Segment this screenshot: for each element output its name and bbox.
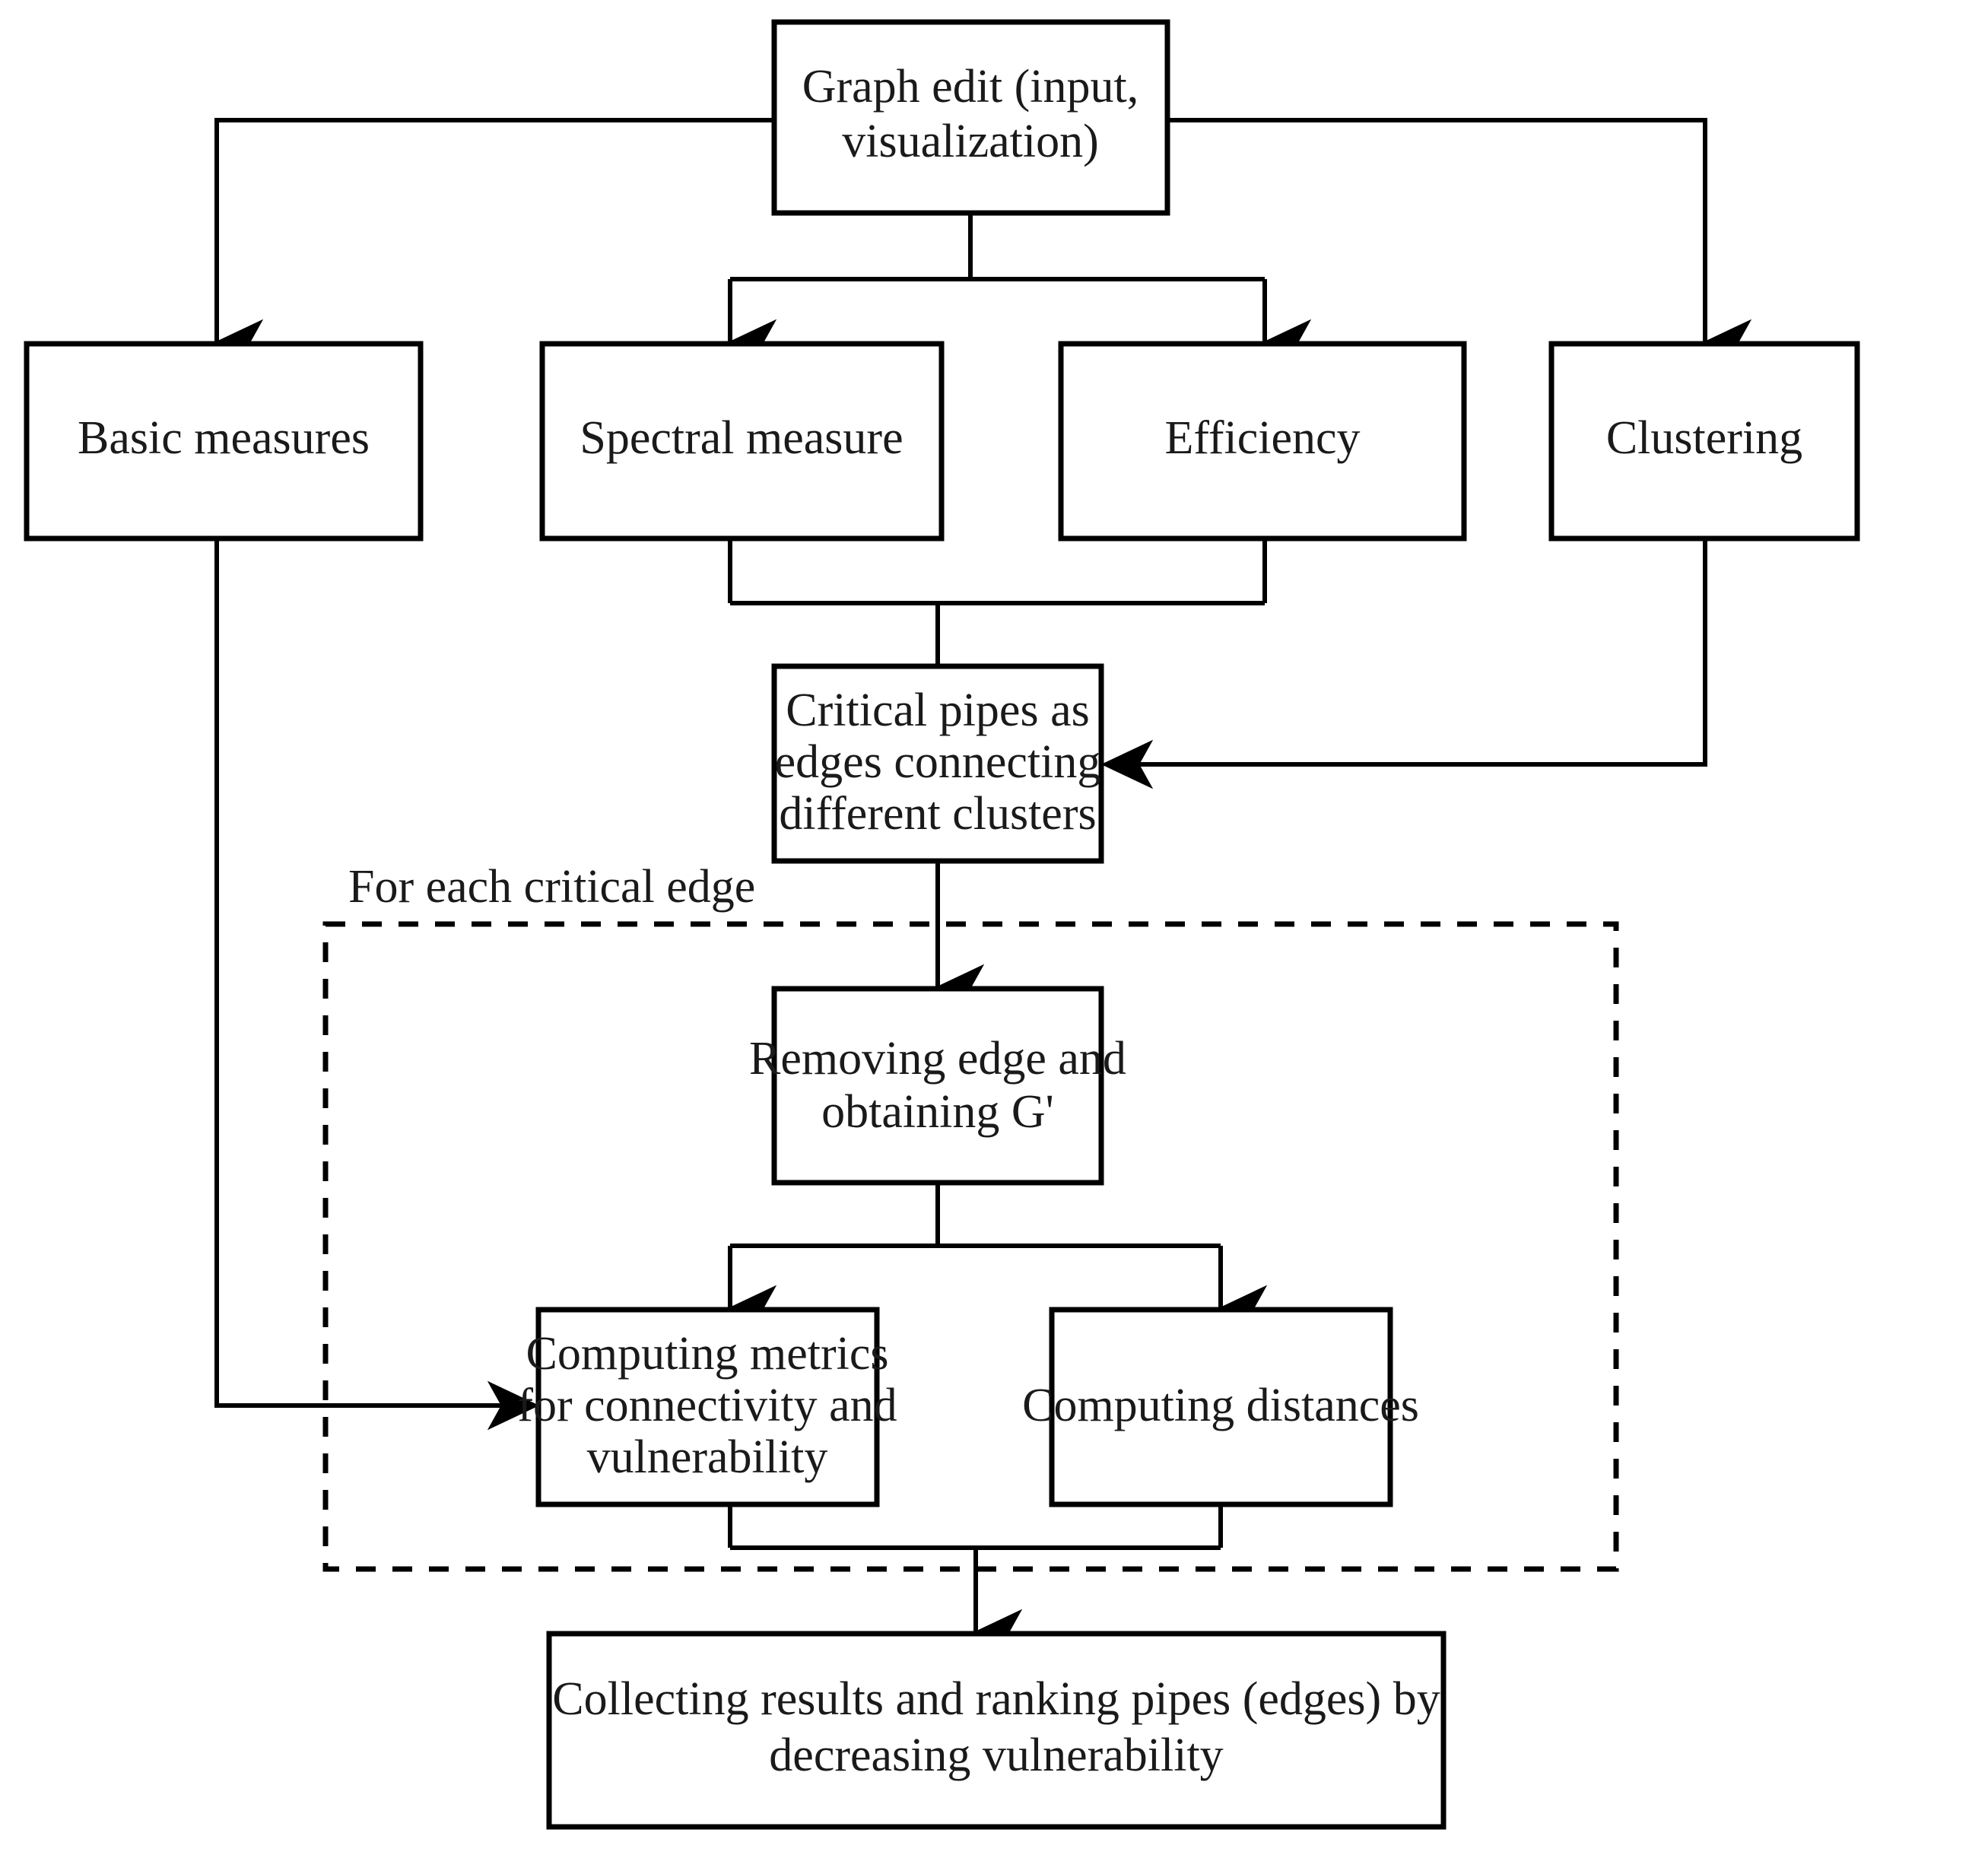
node-computing-metrics-line3: vulnerability xyxy=(587,1431,828,1483)
node-spectral-measure-label: Spectral measure xyxy=(580,412,903,464)
node-computing-distances-label: Computing distances xyxy=(1022,1380,1419,1431)
node-basic-measures-label: Basic measures xyxy=(78,412,370,464)
node-collecting-results-line1: Collecting results and ranking pipes (ed… xyxy=(552,1673,1440,1725)
node-computing-metrics-line1: Computing metrics xyxy=(526,1328,888,1380)
node-critical-pipes-line3: different clusters xyxy=(779,788,1096,840)
connector-clustering-to-critical xyxy=(1100,538,1707,789)
connector-graphedit-stem xyxy=(724,213,1312,369)
node-collecting-results-line2: decreasing vulnerability xyxy=(769,1730,1223,1781)
node-graph-edit-line1: Graph edit (input, xyxy=(802,61,1139,113)
connector-graphedit-to-clustering xyxy=(1167,118,1752,369)
node-efficiency[interactable]: Efficiency xyxy=(1058,341,1467,542)
connector-basic-to-metrics xyxy=(214,538,540,1431)
group-label-for-each-critical-edge: For each critical edge xyxy=(348,861,755,913)
node-computing-distances[interactable]: Computing distances xyxy=(1022,1307,1419,1507)
node-clustering-label: Clustering xyxy=(1606,412,1802,464)
node-removing-edge[interactable]: Removing edge and obtaining G' xyxy=(749,986,1126,1186)
node-basic-measures[interactable]: Basic measures xyxy=(24,341,424,542)
connector-removing-split xyxy=(724,1183,1268,1335)
node-critical-pipes-line1: Critical pipes as xyxy=(786,685,1089,736)
connector-graphedit-to-basic xyxy=(211,118,774,369)
node-computing-metrics-line2: for connectivity and xyxy=(517,1380,897,1431)
node-removing-edge-line2: obtaining G' xyxy=(821,1086,1054,1138)
connector-measures-merge-to-critical xyxy=(728,538,1267,666)
group-for-each-critical-edge: For each critical edge xyxy=(322,861,1619,1572)
node-clustering[interactable]: Clustering xyxy=(1548,341,1860,542)
node-graph-edit[interactable]: Graph edit (input, visualization) xyxy=(771,19,1170,216)
node-spectral-measure[interactable]: Spectral measure xyxy=(539,341,945,542)
node-collecting-results[interactable]: Collecting results and ranking pipes (ed… xyxy=(546,1631,1447,1830)
node-graph-edit-line2: visualization) xyxy=(842,116,1098,167)
node-critical-pipes-line2: edges connecting xyxy=(775,736,1101,788)
node-computing-metrics[interactable]: Computing metrics for connectivity and v… xyxy=(517,1307,897,1507)
node-efficiency-label: Efficiency xyxy=(1164,412,1360,464)
node-critical-pipes[interactable]: Critical pipes as edges connecting diffe… xyxy=(771,663,1104,864)
node-removing-edge-line1: Removing edge and xyxy=(749,1033,1126,1085)
connector-merge-to-collecting xyxy=(728,1504,1223,1659)
